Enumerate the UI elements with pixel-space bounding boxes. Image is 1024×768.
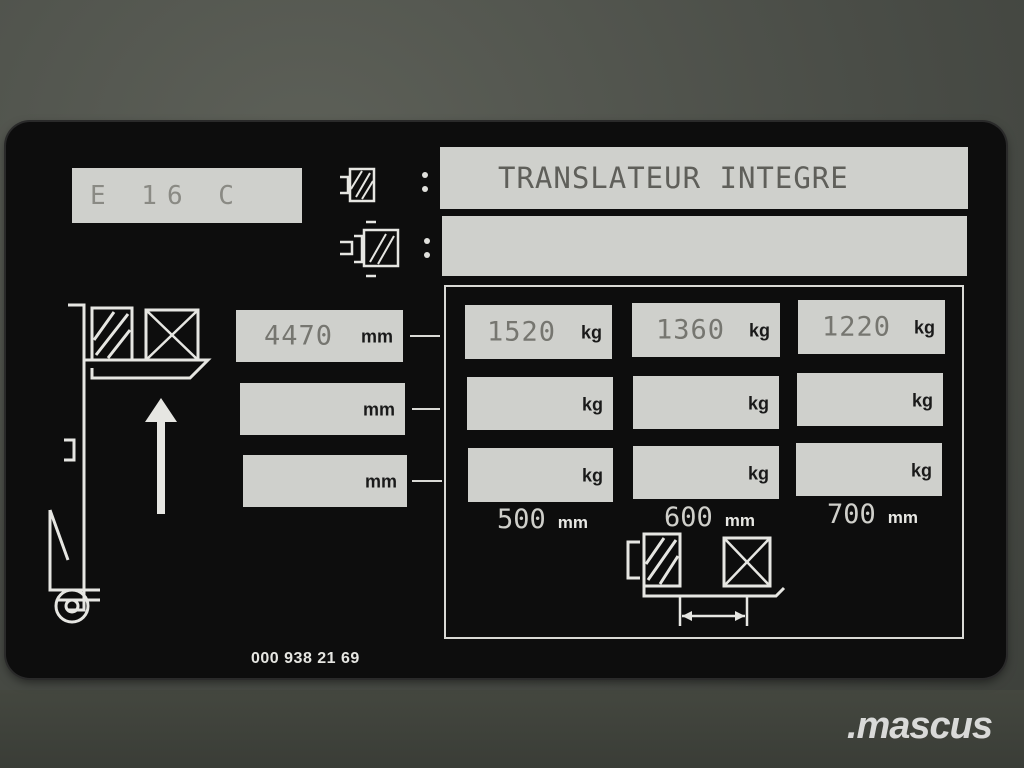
capacity-cell: 1360 kg <box>632 303 780 357</box>
capacity-cell: kg <box>633 376 779 429</box>
capacity-unit: kg <box>747 393 769 414</box>
separator-dot <box>424 252 430 258</box>
load-center-value: 600 <box>664 502 713 533</box>
capacity-unit: kg <box>747 463 769 484</box>
load-center-value: 500 <box>497 504 546 535</box>
mascus-watermark: .mascus <box>846 705 993 747</box>
side-shift-attachment-icon <box>340 220 400 278</box>
capacity-unit: kg <box>913 317 935 338</box>
capacity-cell: 1520 kg <box>465 305 612 359</box>
lift-height-field-3: mm <box>243 455 407 507</box>
load-center-label: 600 mm <box>664 502 755 533</box>
capacity-cell: kg <box>467 377 613 430</box>
capacity-cell: 1220 kg <box>798 300 945 354</box>
attachment-clamp-icon <box>340 167 376 203</box>
model-field: E 16 C <box>72 168 302 223</box>
model-value: E 16 C <box>90 180 244 211</box>
capacity-value: 1360 <box>656 314 726 346</box>
capacity-value: 1220 <box>822 311 892 343</box>
row-connector <box>412 408 440 410</box>
serial-number: 000 938 21 69 <box>251 650 360 667</box>
lift-height-field-1: 4470 mm <box>236 310 403 362</box>
capacity-cell: kg <box>633 446 779 499</box>
separator-dot <box>422 172 428 178</box>
load-center-unit: mm <box>887 508 919 527</box>
capacity-unit: kg <box>580 322 602 343</box>
capacity-unit: kg <box>581 394 603 415</box>
load-center-value: 700 <box>827 499 876 530</box>
separator-dot <box>422 186 428 192</box>
attachment-1-value: TRANSLATEUR INTEGRE <box>498 161 849 195</box>
capacity-table <box>444 285 964 639</box>
lift-height-unit: mm <box>364 471 397 492</box>
lift-height-field-2: mm <box>240 383 405 435</box>
mast-load-icon <box>48 303 212 624</box>
attachment-field-1: TRANSLATEUR INTEGRE <box>440 147 968 209</box>
load-center-unit: mm <box>557 513 589 532</box>
capacity-unit: kg <box>910 460 932 481</box>
row-connector <box>412 480 442 482</box>
capacity-cell: kg <box>796 443 942 496</box>
load-center-unit: mm <box>724 511 756 530</box>
row-connector <box>410 335 440 337</box>
lift-height-value: 4470 <box>264 320 334 352</box>
capacity-cell: kg <box>797 373 943 426</box>
separator-dot <box>424 238 430 244</box>
load-center-label: 700 mm <box>827 499 918 530</box>
machine-frame <box>0 690 1024 768</box>
lift-height-unit: mm <box>362 399 395 420</box>
lift-height-unit: mm <box>360 326 393 347</box>
capacity-unit: kg <box>581 465 603 486</box>
capacity-unit: kg <box>911 390 933 411</box>
load-center-label: 500 mm <box>497 504 588 535</box>
capacity-cell: kg <box>468 448 613 502</box>
capacity-value: 1520 <box>487 316 557 348</box>
load-center-icon <box>626 532 786 626</box>
lift-arrow-icon <box>145 398 177 514</box>
capacity-unit: kg <box>748 320 770 341</box>
attachment-field-2 <box>442 216 967 276</box>
